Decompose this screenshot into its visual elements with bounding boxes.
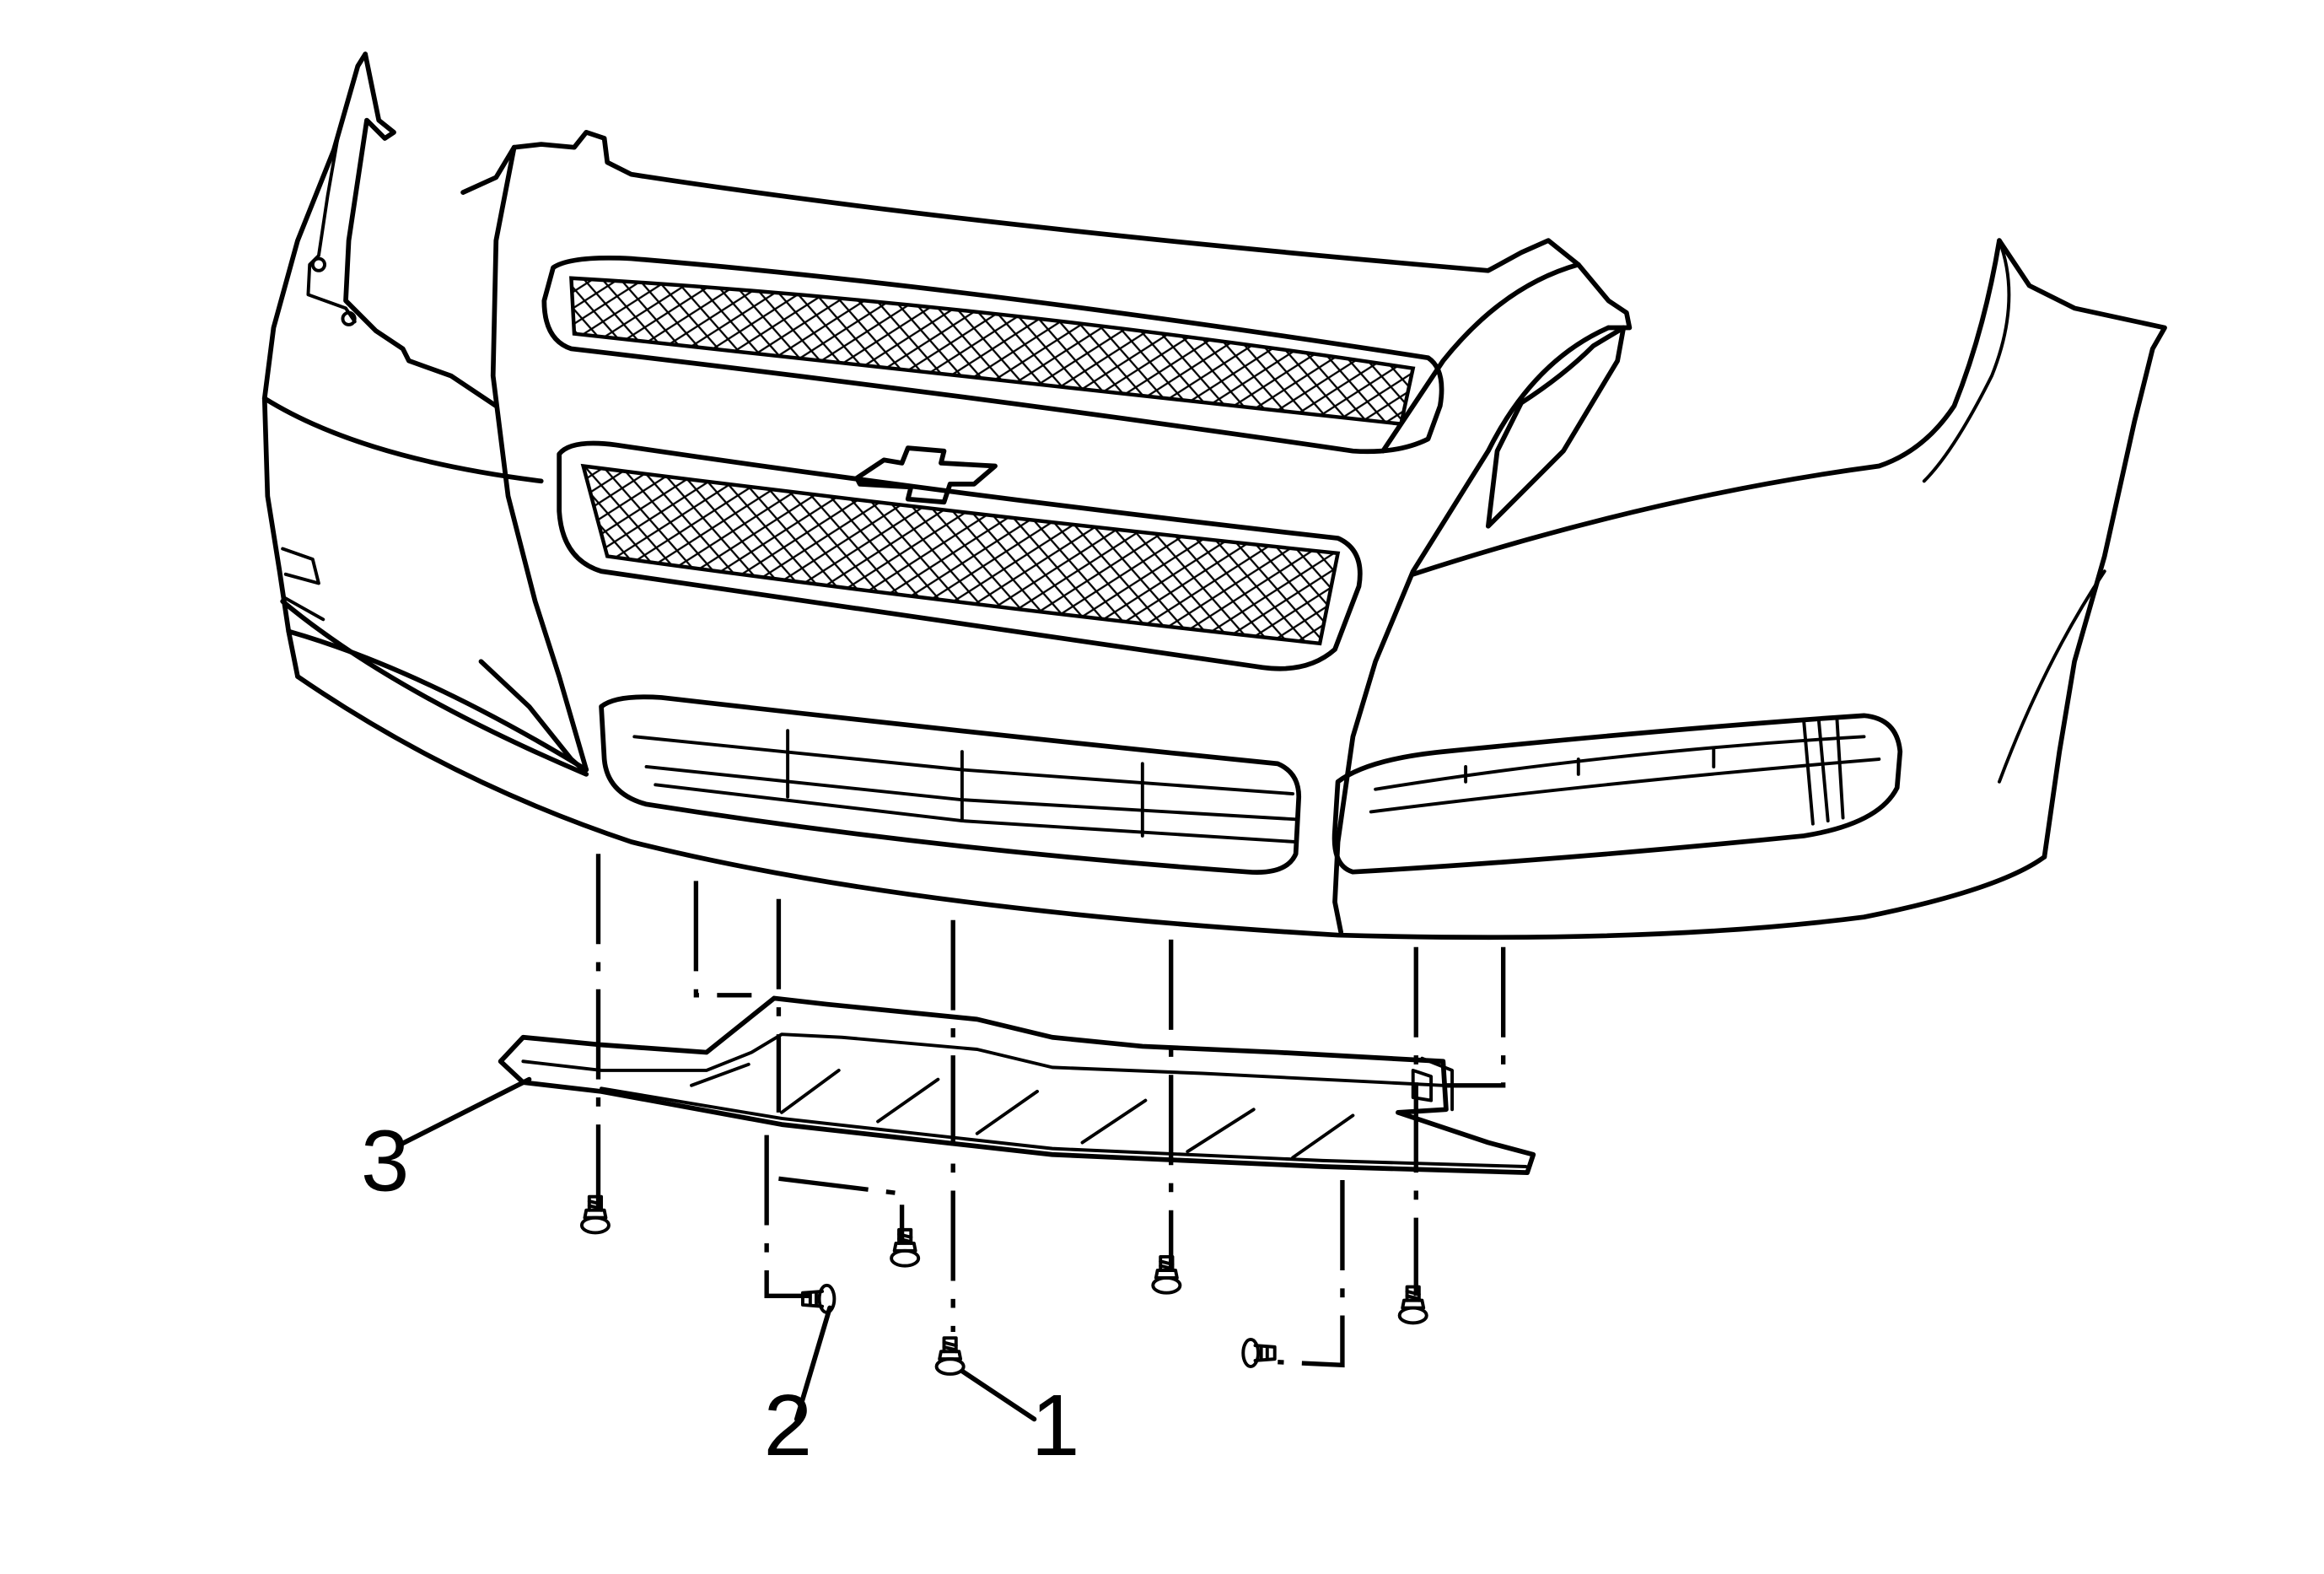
right-fog-lamp-opening <box>1331 713 1903 875</box>
callout-1: 1 <box>1031 1376 1080 1474</box>
callout-leaders <box>395 1076 1037 1422</box>
bolt-icon <box>934 1336 966 1376</box>
lower-air-intake <box>599 694 1302 875</box>
bolt-icon <box>579 1194 611 1235</box>
air-deflector <box>498 995 1536 1175</box>
push-pin-icon <box>1241 1338 1277 1369</box>
bolt-icon <box>890 1227 921 1268</box>
lower-grille <box>557 440 1363 671</box>
callout-3: 3 <box>361 1112 410 1210</box>
callout-2: 2 <box>764 1376 813 1474</box>
bowtie-emblem <box>854 445 998 505</box>
fasteners <box>579 1194 1428 1376</box>
front-bumper-fascia <box>261 51 2167 941</box>
bolt-icon <box>1151 1254 1182 1295</box>
assembly-leader-lines <box>595 854 1506 1368</box>
upper-grille <box>541 255 1444 455</box>
bolt-icon <box>1397 1285 1428 1325</box>
